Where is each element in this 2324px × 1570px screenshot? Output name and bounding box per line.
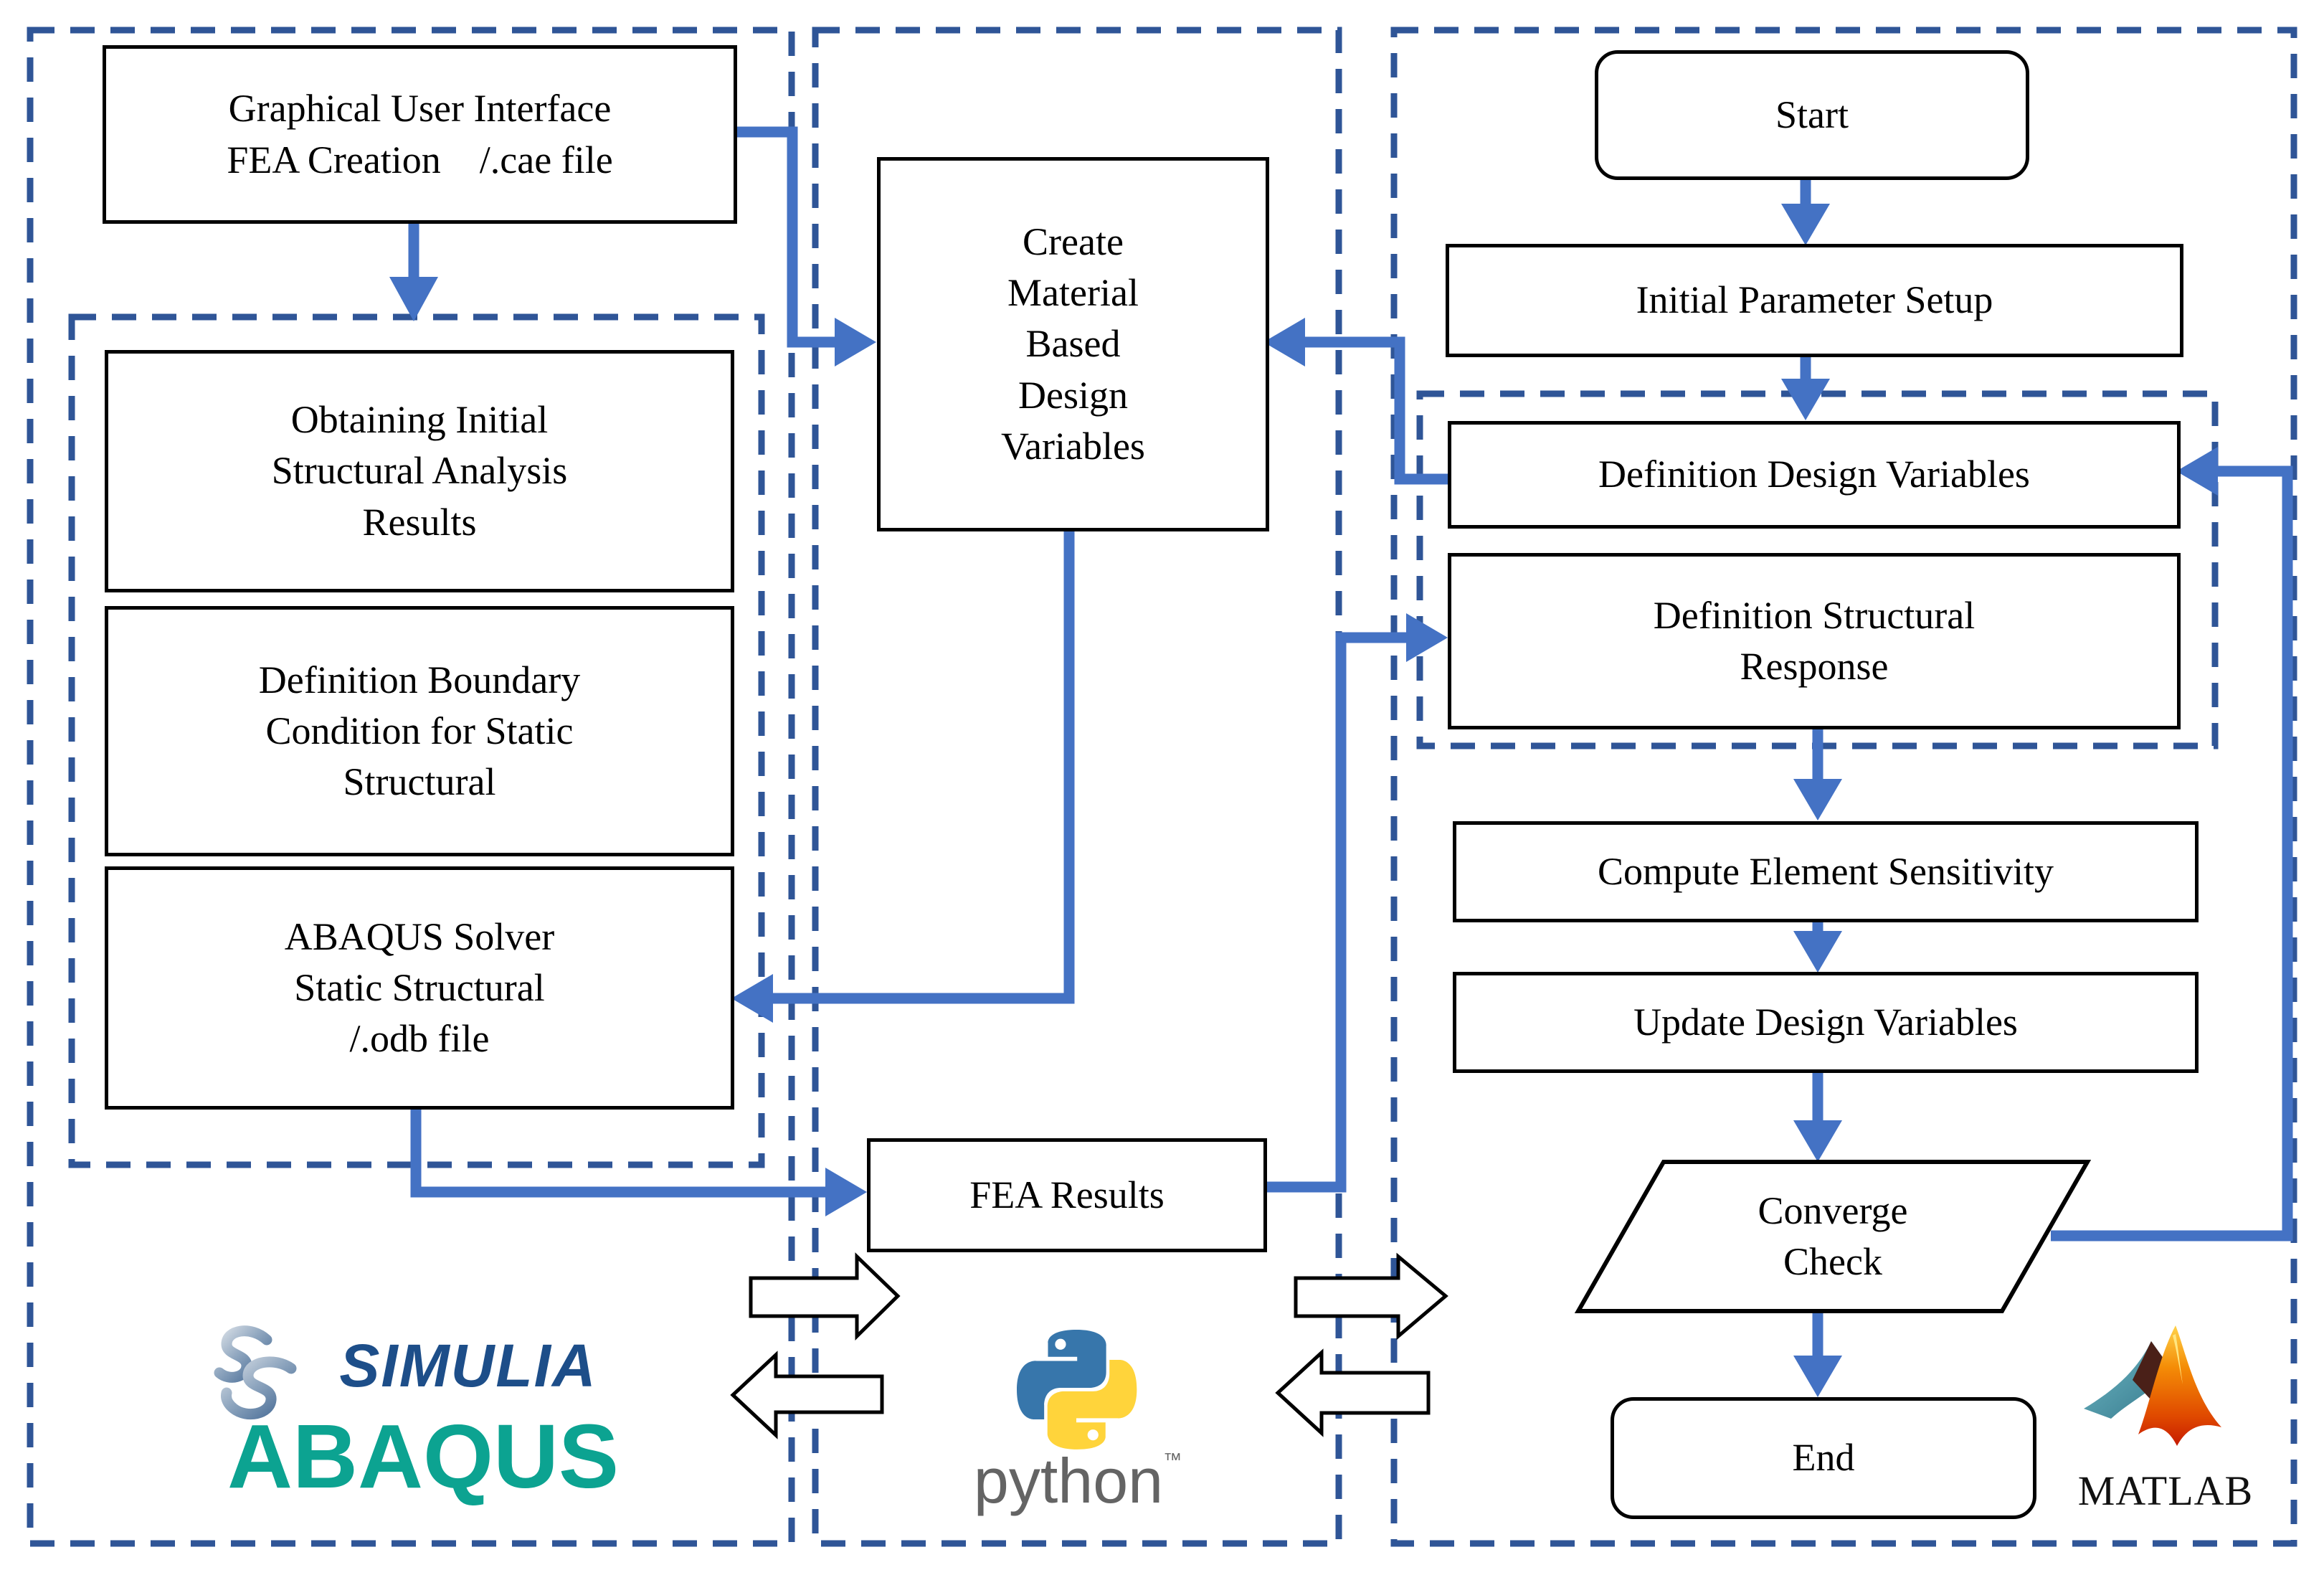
arrowhead-into-solver bbox=[731, 974, 773, 1023]
abaqus-panel-border bbox=[27, 27, 795, 1547]
block-arrow-matlab-to-python-icon bbox=[1275, 1348, 1431, 1437]
python-wordmark-text: python bbox=[973, 1445, 1164, 1516]
node-create-material-design-variables: Create Material Based Design Variables bbox=[877, 157, 1269, 531]
block-arrow-python-to-matlab-icon bbox=[1294, 1252, 1448, 1340]
python-icon bbox=[1017, 1330, 1137, 1450]
node-update-design-variables: Update Design Variables bbox=[1453, 972, 2199, 1073]
arrowhead-into-design-variables bbox=[1781, 379, 1830, 420]
node-converge-check-label: Converge Check bbox=[1758, 1188, 1908, 1283]
connector-design-variables-to-create-material bbox=[1305, 336, 1448, 485]
arrowhead-into-structural-response bbox=[1406, 613, 1448, 662]
arrowhead-feedback-into-design-variables bbox=[2176, 447, 2218, 496]
arrowhead-into-sensitivity bbox=[1793, 779, 1842, 821]
connector-create-material-to-solver bbox=[773, 524, 1075, 1004]
abaqus-inner-group-border bbox=[68, 313, 765, 1168]
node-definition-design-variables: Definition Design Variables bbox=[1448, 421, 2181, 529]
block-arrow-python-to-abaqus-icon bbox=[730, 1351, 884, 1439]
arrowhead-into-end bbox=[1793, 1356, 1842, 1397]
arrowhead-into-fea-results bbox=[825, 1168, 867, 1216]
arrowhead-into-parameter-setup bbox=[1781, 204, 1830, 245]
node-start: Start bbox=[1595, 50, 2029, 180]
node-abaqus-solver: ABAQUS Solver Static Structural /.odb fi… bbox=[105, 866, 734, 1110]
abaqus-wordmark: ABAQUS bbox=[227, 1405, 620, 1507]
arrowhead-into-create-material-right bbox=[1263, 318, 1305, 367]
python-trademark: ™ bbox=[1163, 1449, 1182, 1470]
connector-gui-to-create-material bbox=[726, 126, 836, 348]
arrowhead-into-create-material-left bbox=[835, 318, 876, 367]
simulia-wordmark: SIMULIA bbox=[339, 1331, 597, 1399]
node-definition-structural-response: Definition Structural Response bbox=[1448, 553, 2181, 729]
node-compute-element-sensitivity: Compute Element Sensitivity bbox=[1453, 821, 2199, 922]
matlab-panel-border bbox=[1390, 27, 2297, 1547]
node-gui-fea-creation: Graphical User Interface FEA Creation /.… bbox=[103, 45, 737, 224]
arrowhead-into-update bbox=[1793, 931, 1842, 973]
node-fea-results: FEA Results bbox=[867, 1138, 1267, 1252]
node-obtaining-initial-results: Obtaining Initial Structural Analysis Re… bbox=[105, 350, 734, 592]
connector-solver-to-fea-results bbox=[410, 1102, 827, 1198]
block-arrow-abaqus-to-python-icon bbox=[749, 1252, 901, 1340]
dassault-3ds-icon bbox=[214, 1325, 297, 1420]
matlab-wordmark: MATLAB bbox=[2077, 1467, 2254, 1514]
arrowhead-gui-down bbox=[389, 277, 438, 321]
node-end: End bbox=[1611, 1397, 2036, 1519]
converge-check-shape bbox=[1574, 1160, 2092, 1313]
arrowhead-into-converge bbox=[1793, 1120, 1842, 1162]
matlab-icon bbox=[2084, 1325, 2221, 1446]
node-definition-boundary-condition: Definition Boundary Condition for Static… bbox=[105, 606, 734, 856]
connector-fea-results-to-structural-response bbox=[1259, 632, 1408, 1193]
connector-converge-feedback bbox=[2051, 465, 2293, 1242]
node-initial-parameter-setup: Initial Parameter Setup bbox=[1446, 244, 2183, 357]
python-panel-border bbox=[812, 27, 1342, 1547]
